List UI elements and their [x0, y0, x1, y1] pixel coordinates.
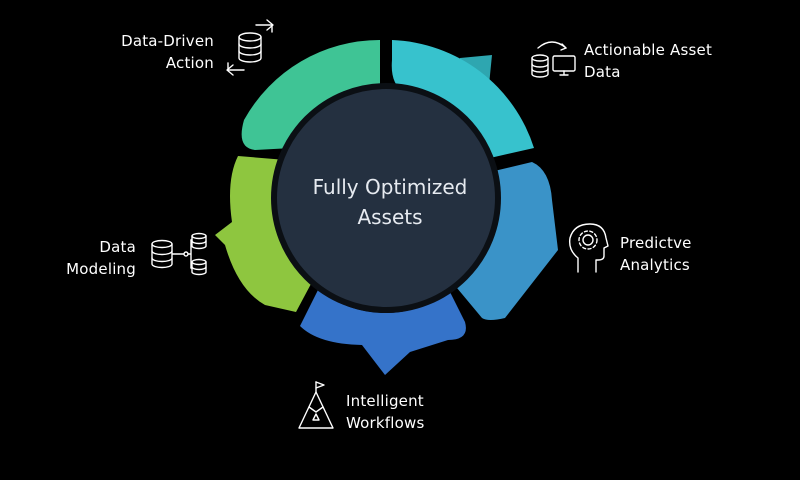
segment-predictive-analytics-body [452, 162, 558, 320]
label-intelligent-workflows-line-2: Workflows [346, 414, 425, 432]
segment-intelligent-workflows-body [300, 290, 466, 375]
segment-actionable-asset-data [391, 40, 534, 158]
label-intelligent-workflows: Intelligent Workflows [346, 390, 486, 434]
label-data-modeling-line-1: Data [99, 238, 136, 256]
database-network-icon [151, 232, 207, 276]
label-actionable-asset-data-line-2: Data [584, 63, 621, 81]
label-data-modeling: Data Modeling [36, 236, 136, 280]
segment-data-driven-action-body [241, 39, 380, 151]
label-actionable-asset-data-line-1: Actionable Asset [584, 41, 713, 59]
label-predictive-analytics-line-2: Analytics [620, 256, 690, 274]
segment-predictive-analytics [452, 162, 558, 320]
center-title-line-1: Fully Optimized [312, 175, 468, 199]
segment-actionable-asset-data-body [391, 40, 534, 158]
summit-flag-icon [298, 381, 334, 429]
label-actionable-asset-data: Actionable Asset Data [584, 39, 764, 83]
label-data-driven-action: Data-Driven Action [96, 30, 214, 74]
label-predictive-analytics: Predictve Analytics [620, 232, 760, 276]
label-intelligent-workflows-line-1: Intelligent [346, 392, 424, 410]
segment-data-driven-action [241, 39, 380, 151]
center-title-line-2: Assets [357, 205, 423, 229]
segment-data-modeling [215, 156, 312, 312]
head-gear-icon [568, 223, 609, 273]
label-data-driven-action-line-1: Data-Driven [121, 32, 214, 50]
label-data-modeling-line-2: Modeling [66, 260, 136, 278]
segment-data-modeling-body [215, 156, 312, 312]
database-sync-icon [226, 19, 274, 76]
label-data-driven-action-line-2: Action [165, 54, 214, 72]
center-title: Fully Optimized Assets [290, 172, 490, 232]
center-disc [271, 83, 501, 313]
segment-intelligent-workflows [300, 290, 466, 375]
database-monitor-icon [531, 41, 576, 78]
label-predictive-analytics-line-1: Predictve [620, 234, 692, 252]
